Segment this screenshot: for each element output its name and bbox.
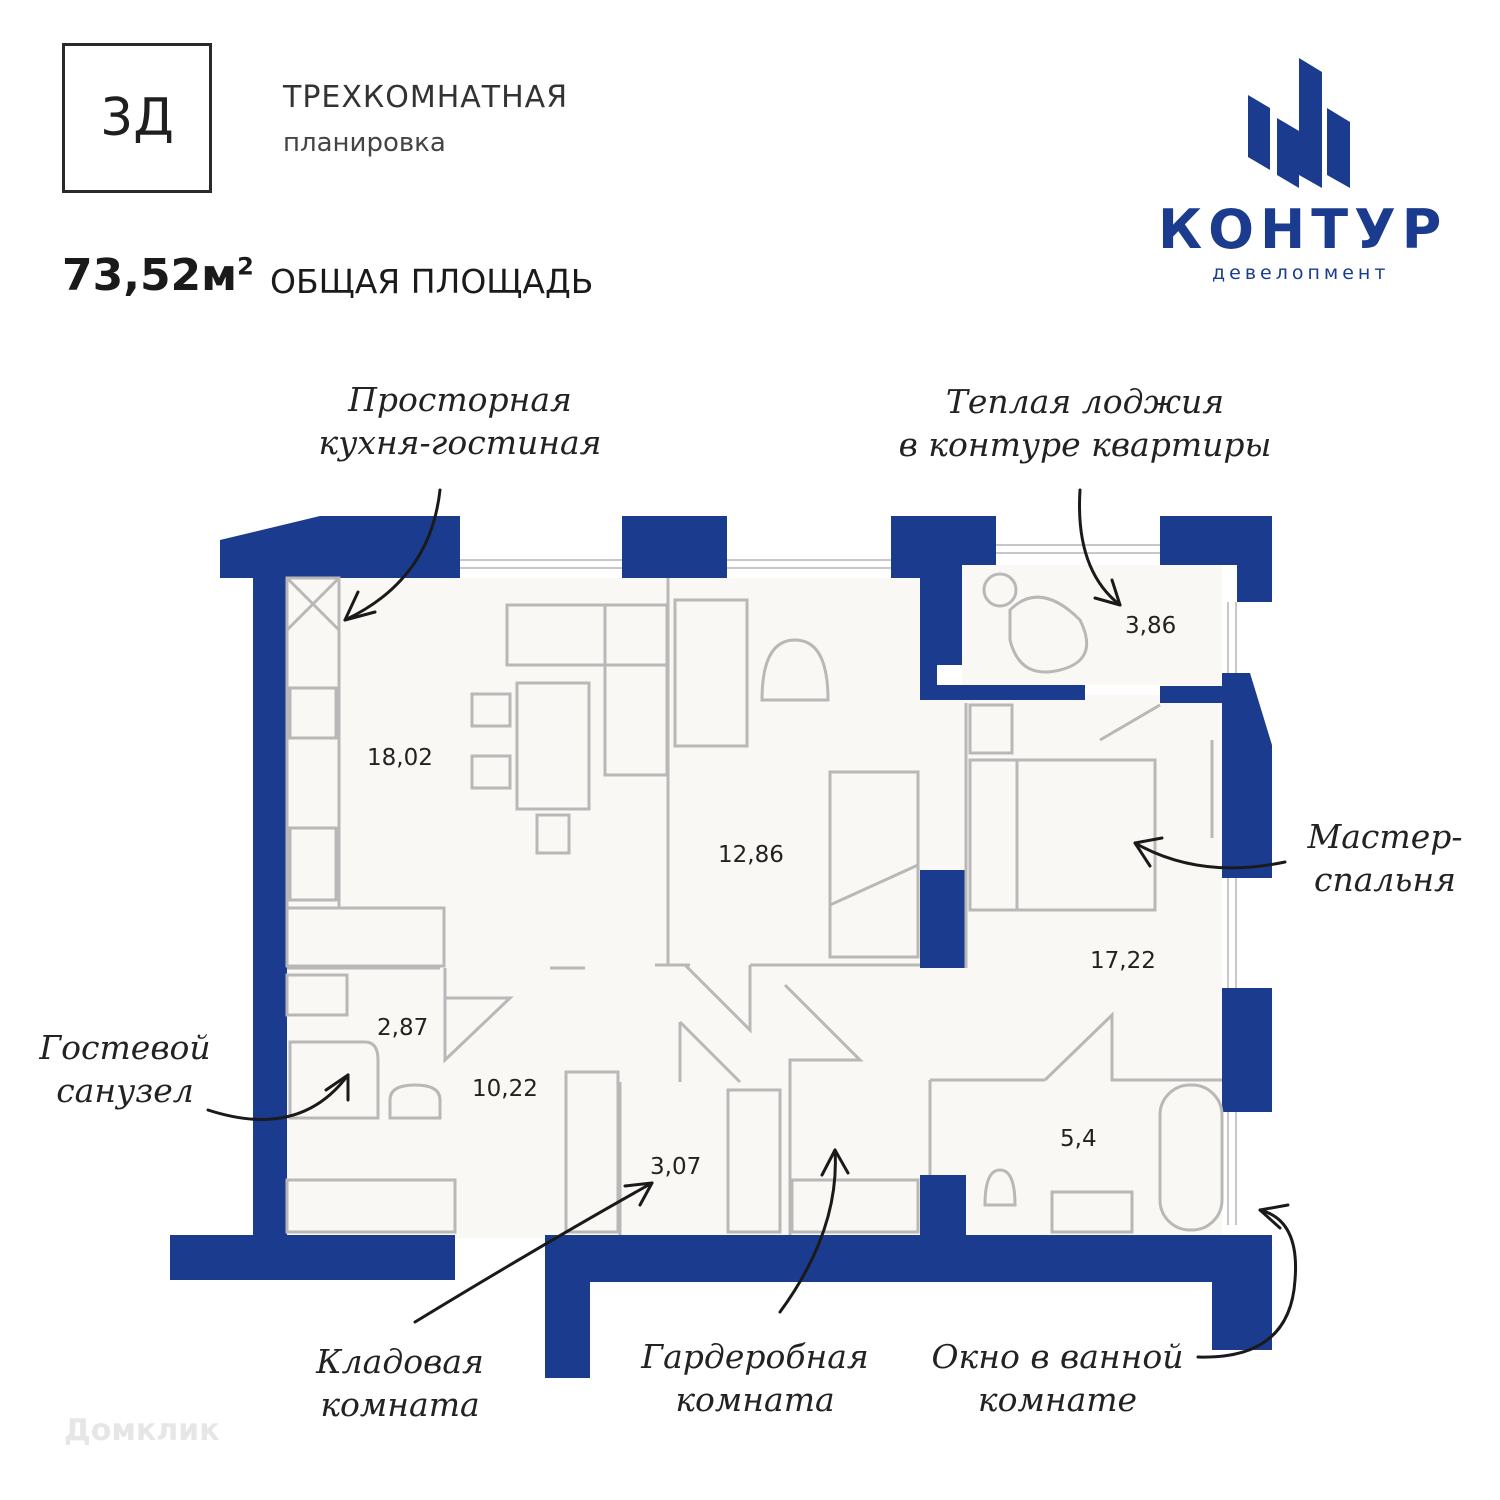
annotation-master-bedroom: Мастер- спальня: [1290, 815, 1480, 901]
annotation-storage: Кладовая комната: [300, 1340, 500, 1426]
brand-name: КОНТУР: [1158, 198, 1448, 261]
plan-code-box: 3Д: [62, 43, 212, 193]
room-area-guest-bath: 2,87: [377, 1015, 429, 1041]
area-unit-superscript: 2: [237, 252, 254, 281]
annotation-kitchen-line1: Просторная: [348, 380, 572, 419]
annotation-guest-bath-line2: санузел: [56, 1071, 194, 1110]
room-area-bathroom: 5,4: [1060, 1126, 1097, 1152]
room-area-kitchen-living: 18,02: [367, 745, 433, 771]
total-area-label: ОБЩАЯ ПЛОЩАДЬ: [270, 262, 594, 301]
annotation-guest-bath: Гостевой санузел: [25, 1026, 225, 1112]
annotation-storage-line1: Кладовая: [316, 1342, 484, 1381]
annotation-loggia-line2: в контуре квартиры: [898, 425, 1272, 464]
annotation-loggia-line1: Теплая лоджия: [945, 382, 1225, 421]
annotation-bath-window-line1: Окно в ванной: [931, 1337, 1184, 1376]
layout-type: ТРЕХКОМНАТНАЯ: [283, 80, 569, 115]
annotation-storage-line2: комната: [320, 1385, 480, 1424]
windows: [460, 544, 1237, 1225]
layout-subtitle: планировка: [283, 128, 446, 158]
total-area: 73,52м2: [62, 250, 254, 301]
room-area-storage: 3,07: [650, 1154, 702, 1180]
annotation-wardrobe-line2: комната: [675, 1380, 835, 1419]
annotation-bath-window: Окно в ванной комнате: [915, 1335, 1200, 1421]
brand-subtitle: девелопмент: [1212, 262, 1390, 284]
annotation-guest-bath-line1: Гостевой: [39, 1028, 211, 1067]
annotation-kitchen: Просторная кухня-гостиная: [290, 378, 630, 464]
room-area-bedroom: 12,86: [718, 842, 784, 868]
floor-area: [287, 565, 1222, 1238]
annotation-wardrobe-line1: Гардеробная: [641, 1337, 869, 1376]
interior-lines: [285, 572, 1224, 1235]
annotation-master-line2: спальня: [1314, 860, 1456, 899]
total-area-value: 73,52м: [62, 250, 238, 301]
room-area-hall: 10,22: [472, 1076, 538, 1102]
watermark: Домклик: [64, 1413, 220, 1448]
walls: [170, 516, 1272, 1378]
annotation-arrows: [206, 488, 1298, 1359]
annotation-loggia: Теплая лоджия в контуре квартиры: [880, 380, 1290, 466]
annotation-bath-window-line2: комнате: [977, 1380, 1138, 1419]
annotation-kitchen-line2: кухня-гостиная: [318, 423, 602, 462]
annotation-wardrobe: Гардеробная комната: [630, 1335, 880, 1421]
room-area-loggia: 3,86: [1125, 613, 1177, 639]
room-area-master-bedroom: 17,22: [1090, 948, 1156, 974]
annotation-master-line1: Мастер-: [1307, 817, 1463, 856]
